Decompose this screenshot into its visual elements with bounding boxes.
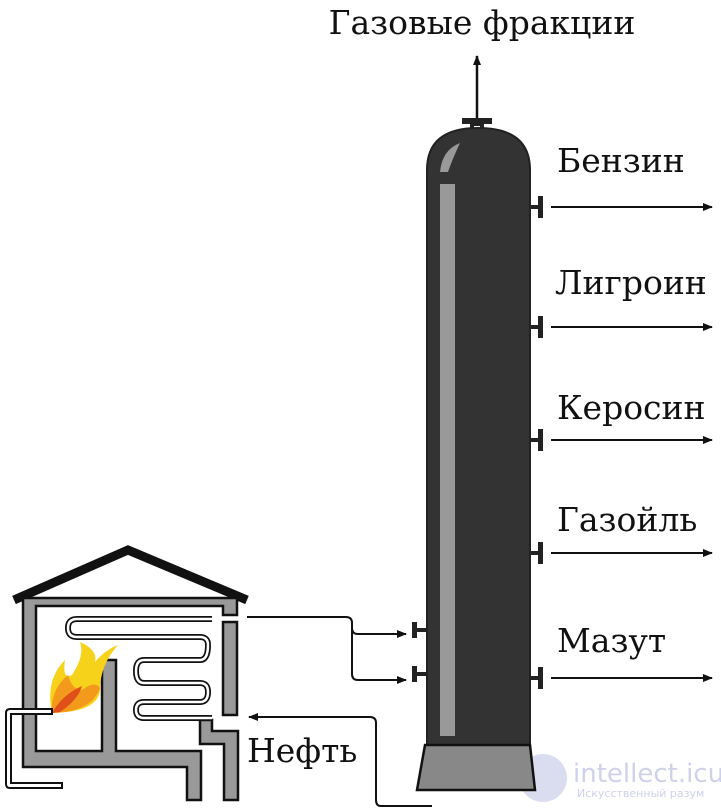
watermark-tagline: Искусственный разум xyxy=(577,787,704,800)
furnace xyxy=(5,545,249,802)
oil-label: Нефть xyxy=(247,731,357,770)
distillation-column xyxy=(415,126,537,792)
outlet-nozzle xyxy=(530,429,543,451)
gas-fractions-label: Газовые фракции xyxy=(329,3,636,42)
flame-icon xyxy=(50,642,119,713)
fraction-label-mazut: Мазут xyxy=(557,621,666,660)
gas-outlet xyxy=(462,55,492,132)
fraction-label-gasoil: Газойль xyxy=(557,500,697,539)
outlet-nozzle xyxy=(530,542,543,564)
furnace-roof xyxy=(12,545,249,605)
column-inlets xyxy=(412,622,427,682)
burner-pipe xyxy=(5,708,63,789)
watermark: intellect.icu Искусственный разум xyxy=(519,754,721,802)
outlet-nozzle xyxy=(530,316,543,338)
column-base xyxy=(415,743,537,792)
fraction-outlets xyxy=(530,196,713,689)
fraction-label-ligroin: Лигроин xyxy=(555,263,707,302)
outlet-nozzle xyxy=(530,196,543,218)
fraction-label-benzin: Бензин xyxy=(557,141,685,180)
oil-input-line xyxy=(248,713,432,807)
outlet-nozzle xyxy=(530,667,543,689)
watermark-brand: intellect.icu xyxy=(573,759,721,789)
vapor-feed-lines xyxy=(247,616,407,684)
fraction-label-kerosin: Керосин xyxy=(557,388,706,427)
